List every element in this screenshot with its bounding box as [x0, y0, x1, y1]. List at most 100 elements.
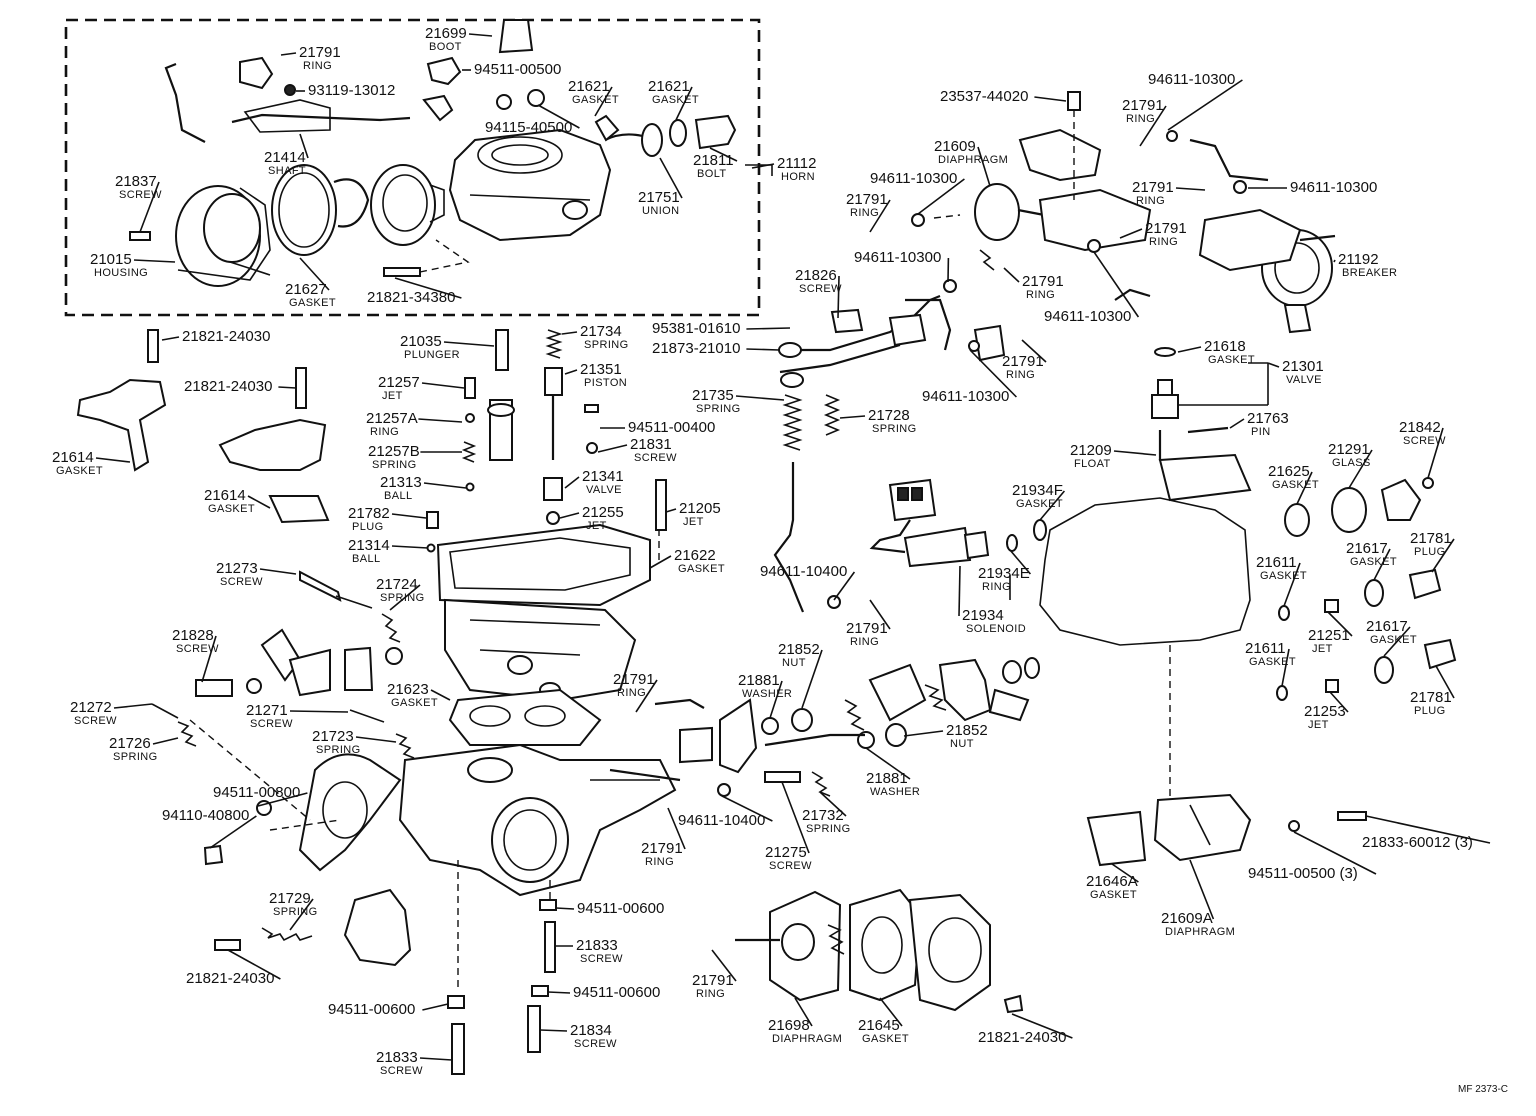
part-number: 21735: [692, 387, 734, 404]
leader-line: [1333, 259, 1336, 263]
callout-21821-24030: 21821-24030: [186, 949, 281, 987]
part-number: 21828: [172, 627, 214, 644]
part-name: JET: [1312, 643, 1333, 655]
part-number: 21791: [641, 840, 683, 857]
part-number: 21833: [376, 1049, 418, 1066]
leader-line: [422, 1003, 449, 1011]
part-number: 21621: [568, 78, 610, 95]
leader-line: [278, 386, 297, 389]
leader-line: [709, 147, 738, 162]
part-number: 21617: [1366, 618, 1408, 635]
leader-line: [394, 277, 462, 299]
part-name: SCREW: [574, 1038, 617, 1050]
leader-line: [391, 513, 427, 519]
leader-line: [1281, 648, 1290, 687]
part-number: 94511-00600: [573, 984, 660, 1001]
figure-code: MF 2373-C: [1458, 1084, 1508, 1095]
part-number: 94511-00800: [213, 784, 300, 801]
part-number: 21934: [962, 607, 1004, 624]
part-number: 21313: [380, 474, 422, 491]
leader-line: [201, 635, 217, 683]
leader-line: [430, 689, 451, 701]
leader-line: [1189, 859, 1215, 920]
callout-23537-44020: 23537-44020: [940, 88, 1067, 105]
leader-line: [1329, 691, 1349, 713]
part-number: 21609: [934, 138, 976, 155]
part-number: 21934E: [978, 565, 1030, 582]
part-number: 21611: [1256, 554, 1297, 571]
part-number: 94110-40800: [162, 807, 249, 824]
part-number: 21833-60012 (3): [1362, 834, 1473, 851]
part-number: 21257B: [368, 443, 420, 460]
part-number: 21728: [868, 407, 910, 424]
part-name: BREAKER: [1342, 267, 1397, 279]
leader-line: [1167, 79, 1243, 131]
leader-line: [869, 599, 891, 630]
part-name: SCREW: [74, 715, 117, 727]
part-name: BOLT: [697, 168, 727, 180]
leader-line: [917, 178, 965, 215]
callout-94611-10400: 94611-10400: [760, 563, 856, 601]
part-number: 21751: [638, 189, 680, 206]
part-number: 21257A: [366, 410, 418, 427]
leader-line: [837, 275, 840, 319]
part-name: SCREW: [799, 283, 842, 295]
leader-line: [839, 415, 866, 419]
part-number: 21617: [1346, 540, 1388, 557]
part-number: 21821-24030: [186, 970, 274, 987]
part-number: 21842: [1399, 419, 1441, 436]
part-name: NUT: [950, 738, 974, 750]
part-number: 94611-10400: [678, 812, 765, 829]
part-name: SPRING: [113, 751, 158, 763]
leader-line: [1229, 418, 1245, 429]
part-name: GASKET: [289, 297, 336, 309]
leader-line: [1365, 815, 1491, 844]
leader-line: [865, 747, 911, 780]
part-name: GASKET: [56, 465, 103, 477]
leader-line: [675, 86, 693, 121]
part-name: SCREW: [634, 452, 677, 464]
part-name: GASKET: [1208, 354, 1255, 366]
leader-line: [1034, 96, 1067, 102]
part-number: 21826: [795, 267, 837, 284]
callout-95381-01610: 95381-01610: [652, 320, 791, 337]
callout-94511-00600: 94511-00600: [555, 900, 664, 917]
part-number: 21414: [264, 149, 306, 166]
part-name: PISTON: [584, 377, 627, 389]
leader-line: [391, 545, 429, 549]
part-name: SCREW: [176, 643, 219, 655]
callout-21873-21010: 21873-21010: [652, 340, 780, 357]
callout-94511-00500: 94511-00500: [462, 61, 561, 78]
part-number: 21781: [1410, 530, 1452, 547]
leader-line: [559, 512, 580, 519]
part-number: 21791: [1132, 179, 1174, 196]
leader-line: [833, 571, 856, 601]
part-number: 21257: [378, 374, 420, 391]
leader-line: [421, 382, 465, 389]
leader-line: [95, 457, 131, 463]
leader-line: [468, 33, 493, 37]
